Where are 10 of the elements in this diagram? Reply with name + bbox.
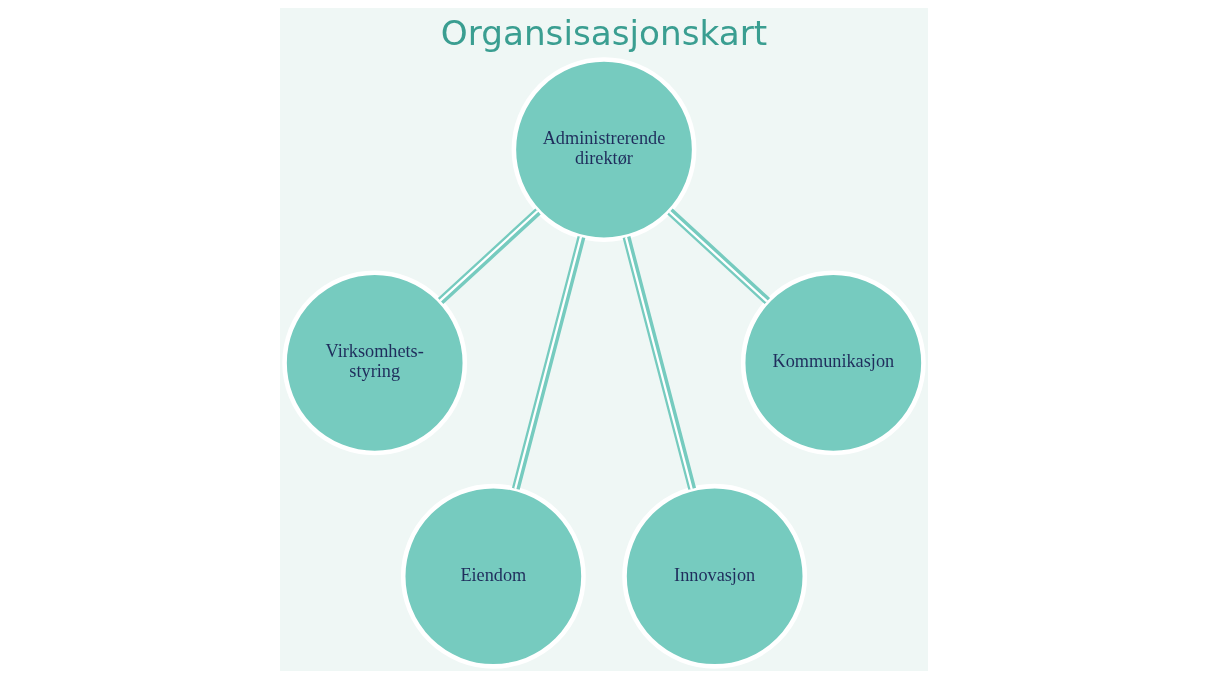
connector: [667, 208, 771, 304]
connector: [622, 236, 697, 490]
node-circle: Administrerende direktør: [511, 57, 697, 242]
node-circle: Eiendom: [400, 483, 586, 669]
node-circle: Kommunikasjon: [740, 270, 926, 456]
connector: [437, 208, 541, 304]
node-circle: Virksomhets- styring: [282, 270, 468, 456]
node-circle: Innovasjon: [622, 483, 808, 669]
diagram-title: Organsisasjonskart: [440, 12, 768, 53]
connector: [511, 236, 586, 490]
